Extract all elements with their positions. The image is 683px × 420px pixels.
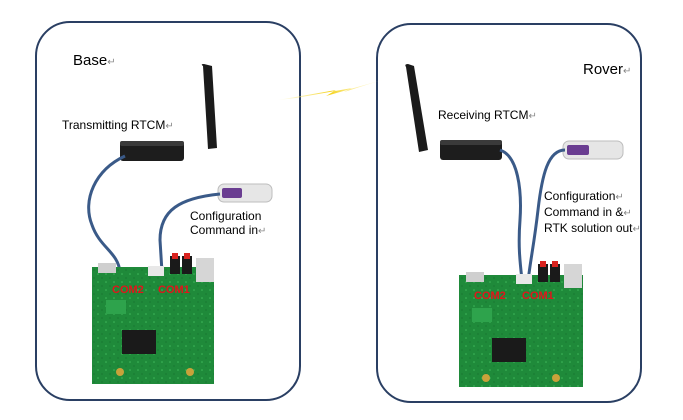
return-mark: ↵ [528, 111, 537, 122]
rover-com1-label: COM1 [522, 290, 554, 302]
base-radio-cable [87, 154, 126, 273]
base-com1-label: COM1 [158, 284, 190, 296]
base-config-label: Configuration Command in↵ [190, 209, 266, 239]
base-radio-label: Transmitting RTCM↵ [62, 118, 174, 134]
rover-radio-label-text: Receiving RTCM [438, 108, 529, 122]
return-mark: ↵ [165, 121, 174, 132]
base-config-line2: Command in [190, 223, 259, 237]
rover-radio-cable [499, 148, 524, 281]
base-title-text: Base [73, 52, 108, 69]
base-radio-label-text: Transmitting RTCM [62, 118, 166, 132]
base-radio-module-icon [120, 141, 184, 161]
return-mark: ↵ [258, 226, 267, 237]
rover-config-line2: Command in & [544, 205, 624, 219]
base-usb-dongle-icon [217, 183, 273, 203]
rover-radio-module-icon [440, 140, 502, 160]
rover-pcb-board-icon [459, 261, 583, 387]
rover-com2-label: COM2 [474, 290, 506, 302]
base-antenna-icon [201, 64, 217, 149]
rover-config-line1: Configuration [544, 189, 616, 203]
rover-title-text: Rover [583, 61, 624, 78]
return-mark: ↵ [632, 224, 641, 235]
rover-title: Rover↵ [583, 61, 632, 79]
base-title: Base↵ [73, 52, 116, 70]
base-pcb-board-icon [92, 253, 214, 384]
rover-radio-label: Receiving RTCM↵ [438, 108, 537, 124]
return-mark: ↵ [623, 208, 632, 219]
rover-usb-dongle-icon [562, 140, 624, 160]
return-mark: ↵ [623, 66, 632, 77]
base-usb-cable [158, 192, 221, 273]
rover-config-line3: RTK solution out [544, 221, 633, 235]
return-mark: ↵ [107, 57, 116, 68]
base-config-line1: Configuration [190, 209, 262, 223]
rover-config-label: Configuration↵ Command in &↵ RTK solutio… [544, 189, 641, 237]
rover-antenna-icon [405, 64, 428, 152]
rover-usb-cable [526, 148, 566, 283]
return-mark: ↵ [615, 192, 624, 203]
base-com2-label: COM2 [112, 284, 144, 296]
